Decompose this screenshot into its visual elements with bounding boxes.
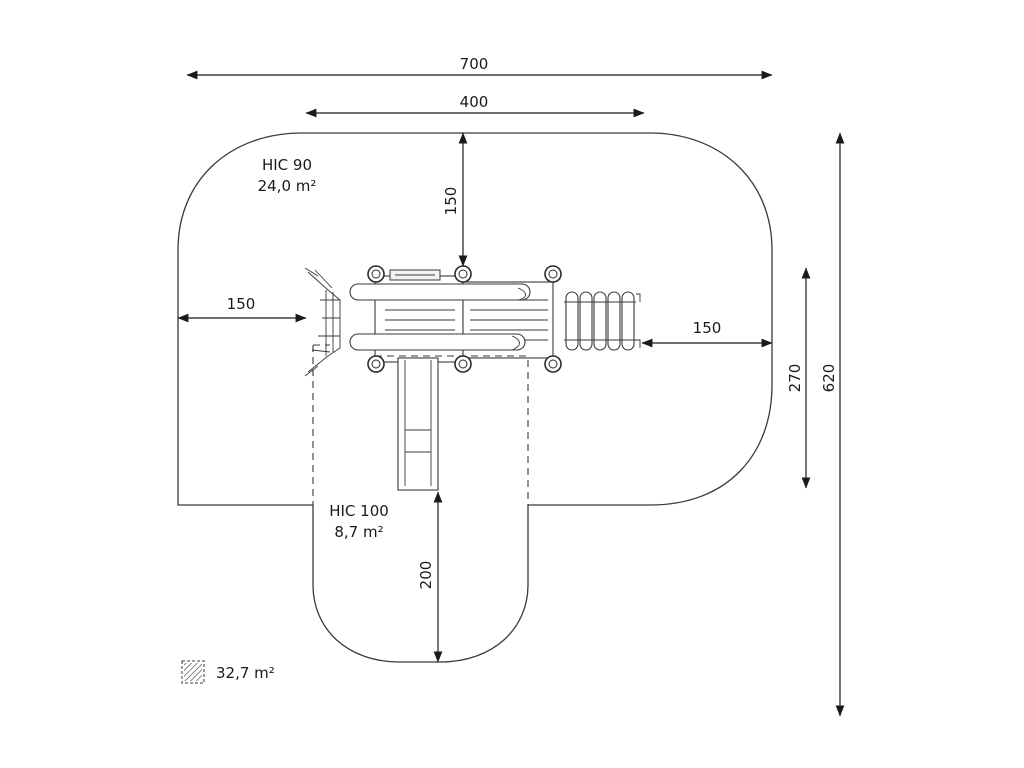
post — [454, 355, 472, 373]
dim-right-clearance: 150 — [693, 319, 722, 337]
zone-slide-area: 8,7 m² — [334, 523, 383, 541]
tunnel-bridge — [564, 291, 641, 351]
slide — [397, 357, 439, 491]
dim-top-clearance: 150 — [442, 187, 460, 216]
zone-main-area: 24,0 m² — [258, 177, 317, 195]
post — [544, 355, 562, 373]
dim-structure-width: 400 — [460, 93, 489, 111]
dim-total-width: 700 — [460, 55, 489, 73]
log-bottom — [349, 333, 526, 351]
post — [454, 265, 472, 283]
dim-total-height: 620 — [820, 364, 838, 393]
post — [367, 265, 385, 283]
dim-slide-clearance: 200 — [417, 561, 435, 590]
play-structure — [304, 265, 641, 491]
post — [544, 265, 562, 283]
legend-total-area: 32,7 m² — [216, 664, 275, 682]
dim-left-clearance: 150 — [227, 295, 256, 313]
climbing-net — [304, 267, 341, 377]
zone-slide-name: HIC 100 — [329, 502, 389, 520]
hatched-area-icon — [181, 660, 205, 684]
safety-zone-outline — [177, 132, 773, 663]
dim-inner-height: 270 — [786, 364, 804, 393]
legend: 32,7 m² — [181, 660, 275, 684]
zone-main-name: HIC 90 — [262, 156, 312, 174]
post — [367, 355, 385, 373]
log-top — [349, 283, 531, 301]
